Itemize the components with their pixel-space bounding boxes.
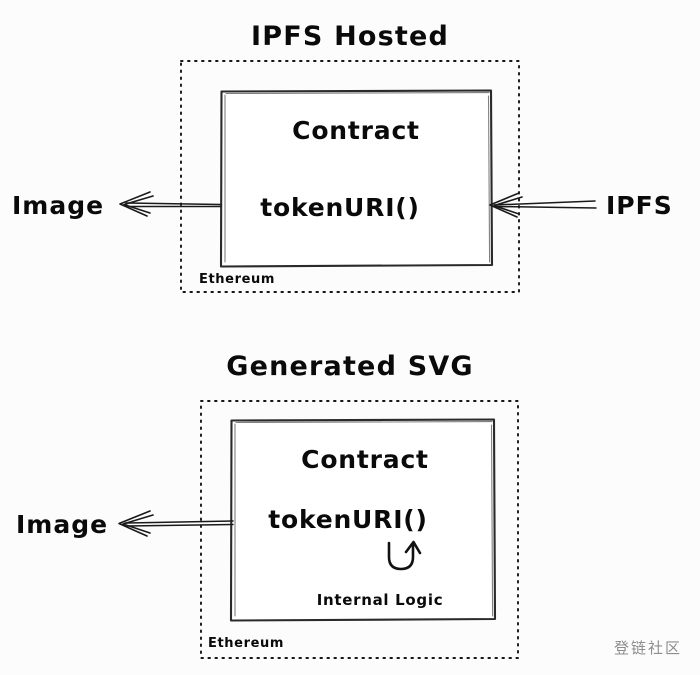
image-label-bottom: Image xyxy=(16,510,108,539)
internal-logic-label: Internal Logic xyxy=(317,591,444,609)
ethereum-region-top xyxy=(180,60,520,293)
contract-box-bottom xyxy=(229,418,497,622)
edge-contract-to-image-bottom xyxy=(118,510,234,537)
section-title-generated-svg: Generated SVG xyxy=(226,351,474,382)
ethereum-label-bottom: Ethereum xyxy=(208,636,284,651)
watermark-label: 登链社区 xyxy=(614,639,682,657)
ethereum-label-top: Ethereum xyxy=(199,272,275,287)
edge-ipfs-to-contract-top xyxy=(489,192,597,218)
section-title-ipfs-hosted: IPFS Hosted xyxy=(251,21,449,52)
contract-box-top xyxy=(219,89,494,268)
section-generated-svg: Generated SVG Contract tokenURI() Intern… xyxy=(16,351,519,659)
section-ipfs-hosted: IPFS Hosted Contract tokenURI() Ethereum… xyxy=(12,21,673,293)
contract-method-top: tokenURI() xyxy=(260,193,420,222)
contract-title-bottom: Contract xyxy=(301,445,429,474)
ipfs-label-top: IPFS xyxy=(606,191,673,220)
self-loop-arrow-icon xyxy=(387,540,422,571)
image-label-top: Image xyxy=(12,191,104,220)
contract-method-bottom: tokenURI() xyxy=(268,505,428,534)
edge-contract-to-image-top xyxy=(119,191,222,217)
contract-title-top: Contract xyxy=(292,116,420,145)
